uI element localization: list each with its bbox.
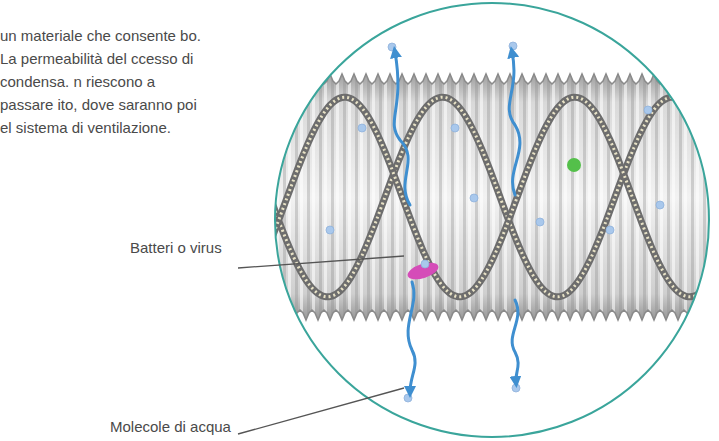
- callout-label: Batteri o virus: [130, 236, 222, 259]
- virus: [567, 158, 581, 172]
- helix-wire: [270, 97, 718, 297]
- magnifier-circle: [275, 3, 709, 437]
- corrugated-tube: [270, 0, 719, 441]
- callout-label: Molecole di acqua: [110, 415, 231, 438]
- leader-line: [238, 256, 404, 268]
- flow-arrow: [394, 52, 520, 392]
- bacterium: [406, 259, 441, 282]
- description-text: un materiale che consente bo. La permeab…: [0, 24, 208, 139]
- leader-line: [238, 388, 404, 434]
- water-molecule: [326, 42, 664, 402]
